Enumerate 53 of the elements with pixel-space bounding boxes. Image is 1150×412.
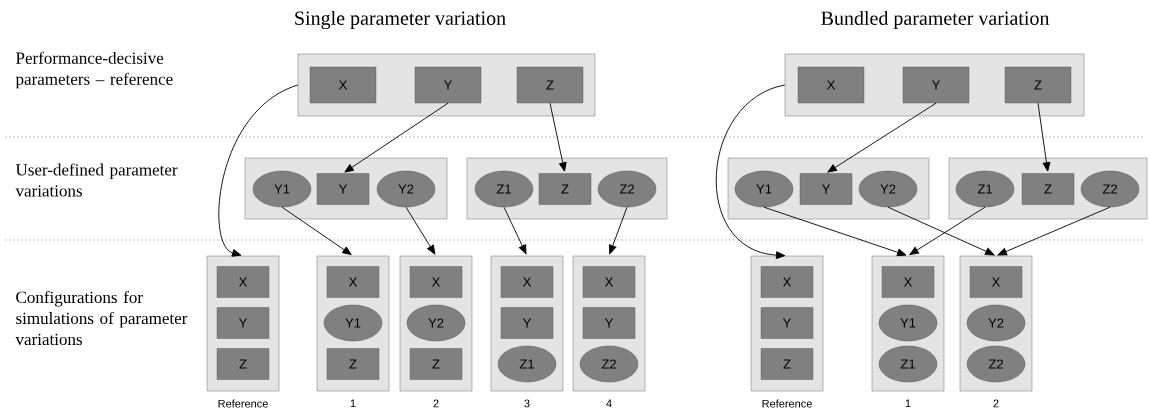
arrow — [715, 84, 786, 260]
parameter-box: X — [969, 266, 1023, 298]
parameter-box: Z — [216, 348, 270, 380]
parameter-box: Z — [1021, 173, 1075, 205]
parameter-box: X — [216, 266, 270, 298]
arrow — [218, 84, 299, 257]
parameter-box: Y — [582, 307, 636, 339]
parameter-box: X — [881, 266, 935, 298]
arrow — [909, 206, 986, 256]
configuration-label: 2 — [993, 399, 999, 408]
configuration-label: 3 — [524, 399, 530, 408]
arrow — [997, 206, 1111, 256]
parameter-box: X — [582, 266, 636, 298]
parameter-box: X — [797, 66, 865, 104]
row-label: Configurations for simulations of parameter variations — [15, 290, 188, 346]
configuration-label: 4 — [606, 399, 612, 408]
configuration-label: 1 — [350, 399, 356, 408]
configuration-label: Reference — [218, 399, 268, 408]
parameter-box: Y — [316, 173, 370, 205]
arrow — [827, 102, 937, 173]
parameter-box: Z — [1004, 66, 1072, 104]
parameter-box: Y — [902, 66, 970, 104]
row-label: User-defined parameter variations — [15, 163, 178, 197]
configuration-label: 2 — [433, 399, 439, 408]
column-heading: Bundled parameter variation — [821, 10, 1050, 30]
parameter-box: X — [760, 266, 814, 298]
parameter-box: Y — [414, 66, 482, 104]
arrow — [609, 206, 628, 255]
arrow — [344, 102, 449, 173]
parameter-box: X — [409, 266, 463, 298]
parameter-box: Z — [409, 348, 463, 380]
parameter-box: Z — [516, 66, 584, 104]
parameter-box: Z — [538, 173, 592, 205]
arrow — [549, 102, 567, 172]
configuration-label: Reference — [762, 399, 812, 408]
parameter-box: Z — [326, 348, 380, 380]
configuration-label: 1 — [905, 399, 911, 408]
parameter-box: Y — [799, 173, 853, 205]
parameter-box: Z — [760, 348, 814, 380]
parameter-box: Y — [760, 307, 814, 339]
arrow — [763, 206, 907, 257]
column-heading: Single parameter variation — [295, 10, 506, 30]
arrow — [405, 206, 436, 255]
arrow — [887, 206, 995, 256]
row-label: Performance-decisive parameters – reference — [15, 51, 173, 89]
parameter-box: X — [500, 266, 554, 298]
parameter-box: X — [326, 266, 380, 298]
parameter-box: Y — [500, 307, 554, 339]
parameter-box: X — [309, 66, 377, 104]
arrow — [281, 206, 352, 255]
arrow — [503, 206, 527, 255]
arrow — [1037, 102, 1051, 172]
parameter-box: Y — [216, 307, 270, 339]
